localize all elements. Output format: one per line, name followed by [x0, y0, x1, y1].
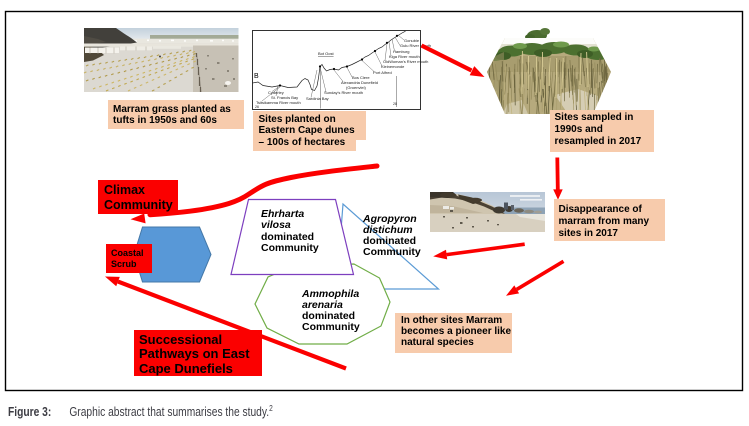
svg-text:Sardinia Bay: Sardinia Bay	[306, 96, 329, 101]
svg-text:Gulu River mouth: Gulu River mouth	[400, 43, 431, 48]
svg-text:Bos Clere: Bos Clere	[352, 75, 370, 80]
svg-text:OldWoman's River mouth: OldWoman's River mouth	[383, 59, 428, 64]
svg-text:28: 28	[393, 102, 397, 106]
svg-text:Bot Oost: Bot Oost	[318, 51, 334, 56]
svg-text:Kleinemonde: Kleinemonde	[381, 64, 405, 69]
svg-text:Alexandria Dunefield: Alexandria Dunefield	[341, 80, 378, 85]
svg-text:26: 26	[255, 105, 259, 109]
svg-text:B: B	[254, 73, 259, 80]
svg-text:Port Alfred: Port Alfred	[373, 70, 392, 75]
svg-text:Sunday's River mouth: Sunday's River mouth	[324, 90, 363, 95]
svg-text:Tsitsikamma River mouth: Tsitsikamma River mouth	[256, 100, 301, 105]
svg-text:Cyderley: Cyderley	[268, 90, 284, 95]
svg-text:Gonubie: Gonubie	[404, 38, 420, 43]
svg-text:Hamburg: Hamburg	[393, 49, 409, 54]
svg-text:St. Francis Bay: St. Francis Bay	[271, 95, 298, 100]
svg-text:Kiga River mouth: Kiga River mouth	[389, 54, 420, 59]
svg-text:(Groenvlei): (Groenvlei)	[346, 85, 366, 90]
